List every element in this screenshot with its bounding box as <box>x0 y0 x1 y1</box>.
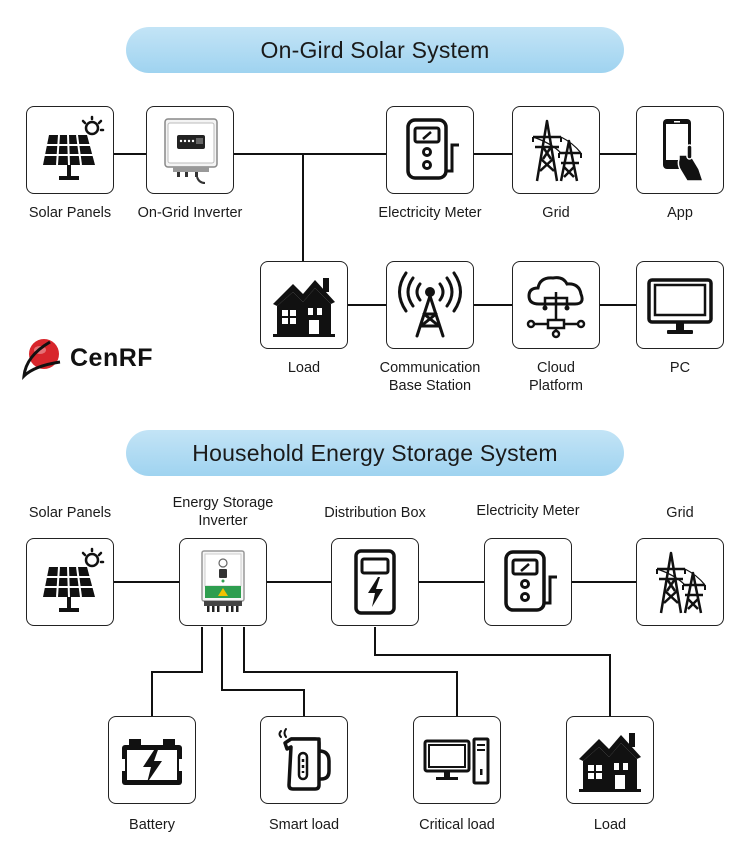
storage-grid-node <box>636 538 724 626</box>
power-tower-icon <box>656 551 706 614</box>
storage-load-label: Load <box>593 817 627 833</box>
ongrid-meter-node <box>386 106 474 194</box>
house-icon <box>579 733 641 792</box>
battery-icon <box>117 739 187 785</box>
storage-distribution-node <box>331 538 419 626</box>
electricity-meter-icon <box>406 118 459 180</box>
solar-panel-icon <box>43 115 105 180</box>
ongrid-grid-label: Grid <box>542 205 570 221</box>
brand-name: CenRF <box>70 343 154 372</box>
storage-smart-load-label: Smart load <box>268 817 340 833</box>
storage-load-node <box>566 716 654 804</box>
ongrid-cloud-node <box>512 261 600 349</box>
ongrid-pc-node <box>636 261 724 349</box>
storage-inverter-label: Energy Storage Inverter <box>172 495 274 529</box>
ongrid-load-node <box>260 261 348 349</box>
ongrid-title: On-Gird Solar System <box>126 27 624 73</box>
brand-logo: CenRF <box>20 336 153 380</box>
storage-inverter-icon <box>201 550 245 612</box>
ongrid-cloud-label: Cloud Platform <box>529 360 583 394</box>
ongrid-base-station-label: Communication Base Station <box>379 360 481 394</box>
ongrid-meter-label: Electricity Meter <box>378 205 482 221</box>
ongrid-pc-label: PC <box>669 360 691 376</box>
storage-grid-label: Grid <box>666 505 694 521</box>
storage-critical-load-label: Critical load <box>419 817 495 833</box>
ongrid-grid-node <box>512 106 600 194</box>
smartphone-icon <box>663 119 705 182</box>
solar-panel-icon <box>43 547 105 612</box>
ongrid-app-node <box>636 106 724 194</box>
ongrid-base-station-node <box>386 261 474 349</box>
storage-solar-panels-label: Solar Panels <box>28 505 112 521</box>
power-tower-icon <box>532 119 582 182</box>
ongrid-inverter-node <box>146 106 234 194</box>
storage-meter-label: Electricity Meter <box>476 503 580 519</box>
house-icon <box>273 278 335 337</box>
storage-title: Household Energy Storage System <box>126 430 624 476</box>
antenna-tower-icon <box>398 271 462 338</box>
ongrid-app-label: App <box>667 205 693 221</box>
storage-solar-panels-node <box>26 538 114 626</box>
storage-distribution-label: Distribution Box <box>324 505 426 521</box>
electricity-meter-icon <box>504 550 557 612</box>
ongrid-inverter-label: On-Grid Inverter <box>137 205 243 221</box>
storage-battery-node <box>108 716 196 804</box>
storage-smart-load-node <box>260 716 348 804</box>
desktop-computer-icon <box>423 737 490 785</box>
storage-meter-node <box>484 538 572 626</box>
kettle-icon <box>278 728 331 791</box>
distribution-box-icon <box>354 549 396 615</box>
storage-critical-load-node <box>413 716 501 804</box>
storage-inverter-node <box>179 538 267 626</box>
cloud-network-icon <box>526 276 586 339</box>
cenrf-logo-icon <box>22 339 61 380</box>
storage-battery-label: Battery <box>129 817 175 833</box>
ongrid-solar-panels-node <box>26 106 114 194</box>
monitor-icon <box>647 278 713 334</box>
ongrid-solar-panels-label: Solar Panels <box>28 205 112 221</box>
inverter-icon <box>164 118 218 184</box>
ongrid-load-label: Load <box>287 360 321 376</box>
